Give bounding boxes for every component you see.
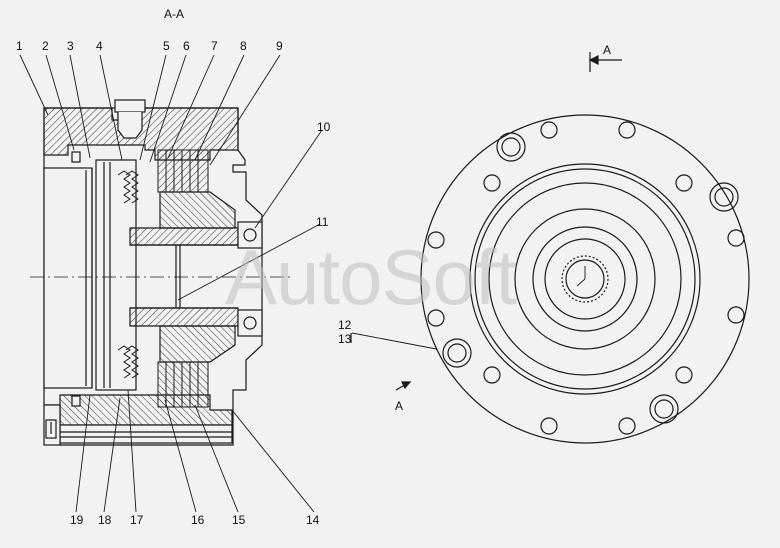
section-view <box>30 99 290 446</box>
callout-4: 4 <box>96 39 103 53</box>
callout-14: 14 <box>306 513 320 527</box>
view-mark-bottom: A <box>395 399 404 413</box>
view-mark-top: A <box>603 43 612 57</box>
callout-6: 6 <box>183 39 190 53</box>
leader-lines <box>19 54 453 513</box>
callout-10: 10 <box>317 120 331 134</box>
callout-18: 18 <box>98 513 112 527</box>
callout-5: 5 <box>163 39 170 53</box>
callout-8: 8 <box>240 39 247 53</box>
callout-12: 12 <box>338 318 352 332</box>
callout-7: 7 <box>211 39 218 53</box>
callout-13: 13 <box>338 332 352 346</box>
callout-11: 11 <box>316 215 329 229</box>
callout-17: 17 <box>130 513 144 527</box>
callout-3: 3 <box>67 39 74 53</box>
callout-19: 19 <box>70 513 84 527</box>
watermark: AutoSoft <box>225 233 517 321</box>
callout-16: 16 <box>191 513 205 527</box>
front-view <box>350 52 750 444</box>
section-title: A-A <box>164 7 185 21</box>
callout-1: 1 <box>16 39 23 53</box>
callout-15: 15 <box>232 513 246 527</box>
callout-9: 9 <box>276 39 283 53</box>
callout-2: 2 <box>42 39 49 53</box>
